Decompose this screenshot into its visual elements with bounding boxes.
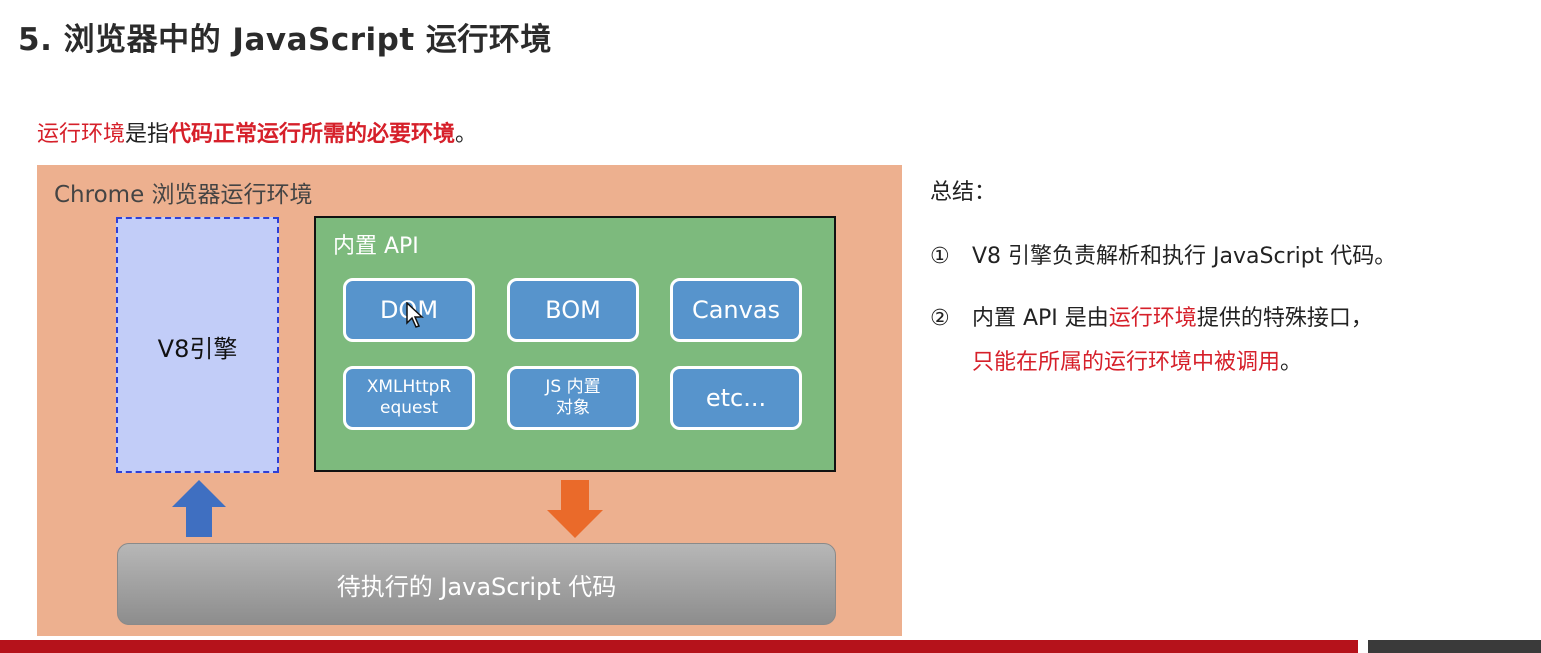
intro-mid: 是指 <box>125 122 170 147</box>
builtin-api-box: 内置 API DOM BOM Canvas XMLHttpR equest JS… <box>314 216 836 472</box>
footer-accent-bar <box>0 640 1358 653</box>
intro-text: 运行环境是指代码正常运行所需的必要环境。 <box>37 116 477 148</box>
summary-highlight: 运行环境 <box>1108 306 1197 331</box>
arrow-up-icon <box>172 480 226 537</box>
summary-text: 。 <box>1280 350 1303 375</box>
intro-end: 。 <box>455 122 478 147</box>
code-to-execute-label: 待执行的 JavaScript 代码 <box>336 572 617 601</box>
summary-text: 内置 API 是由 <box>972 306 1109 331</box>
summary-text: V8 引擎负责解析和执行 JavaScript 代码。 <box>972 244 1397 269</box>
summary-number: ② <box>930 306 950 331</box>
summary-item-2: ② 内置 API 是由运行环境提供的特殊接口， <box>930 300 1373 332</box>
api-item-label: BOM <box>545 296 601 324</box>
arrow-down-icon <box>547 480 603 538</box>
intro-term: 运行环境 <box>37 122 126 147</box>
api-item-js-builtin-objects: JS 内置 对象 <box>507 366 639 430</box>
builtin-api-title: 内置 API <box>333 234 419 259</box>
api-item-etc: etc... <box>670 366 802 430</box>
api-item-label: Canvas <box>691 296 781 324</box>
footer-dark-bar <box>1368 640 1541 653</box>
api-item-label: JS 内置 对象 <box>545 376 601 418</box>
mouse-cursor-icon <box>406 302 424 328</box>
summary-item-2-continued: 只能在所属的运行环境中被调用。 <box>972 344 1302 376</box>
v8-engine-label: V8引擎 <box>157 335 238 363</box>
api-item-xmlhttprequest: XMLHttpR equest <box>343 366 475 430</box>
api-item-label: etc... <box>705 384 767 412</box>
summary-title: 总结： <box>930 180 997 205</box>
summary-number: ① <box>930 244 950 269</box>
summary-highlight: 只能在所属的运行环境中被调用 <box>972 350 1281 375</box>
intro-definition: 代码正常运行所需的必要环境 <box>169 122 456 147</box>
summary-text: 提供的特殊接口， <box>1196 306 1373 331</box>
v8-engine-box: V8引擎 <box>116 217 279 473</box>
api-item-bom: BOM <box>507 278 639 342</box>
env-title: Chrome 浏览器运行环境 <box>54 182 313 208</box>
api-item-dom: DOM <box>343 278 475 342</box>
api-item-label: XMLHttpR equest <box>366 376 452 418</box>
page-title: 5. 浏览器中的 JavaScript 运行环境 <box>18 22 552 58</box>
api-item-canvas: Canvas <box>670 278 802 342</box>
runtime-environment-diagram: Chrome 浏览器运行环境 V8引擎 内置 API DOM BOM Canva… <box>37 165 902 636</box>
summary-item-1: ① V8 引擎负责解析和执行 JavaScript 代码。 <box>930 238 1396 270</box>
code-to-execute-box: 待执行的 JavaScript 代码 <box>117 543 836 625</box>
